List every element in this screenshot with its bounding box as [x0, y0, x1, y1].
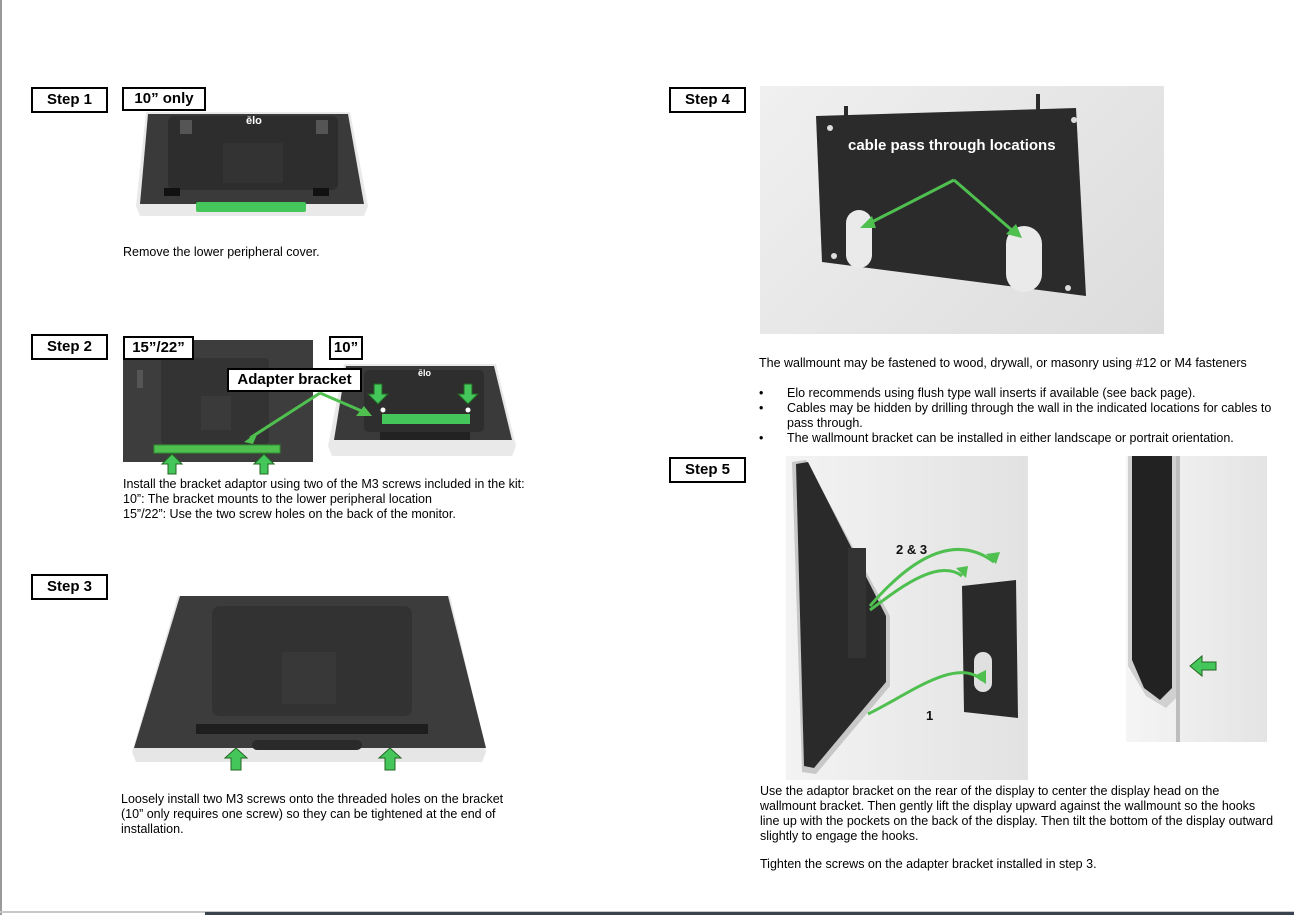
step4-wallmount-image: cable pass through locations	[760, 86, 1164, 334]
step5-mounting-image: 2 & 3 1	[786, 456, 1028, 780]
step2-label: Step 2	[31, 334, 108, 360]
step5-motion-label-b: 1	[926, 708, 933, 723]
page-left-edge	[0, 0, 2, 915]
step3-arrows	[223, 748, 402, 771]
step5-side-view-image	[1126, 456, 1267, 742]
step1-caption: Remove the lower peripheral cover.	[123, 245, 320, 259]
step5-label: Step 5	[669, 457, 746, 483]
step2-instructions: Install the bracket adaptor using two of…	[123, 477, 525, 521]
step2-adapter-callout: Adapter bracket	[227, 368, 362, 392]
step2-logo: ēlo	[418, 368, 432, 378]
step1-label: Step 1	[31, 87, 108, 113]
step2-size-tag-large: 15”/22”	[123, 336, 194, 360]
step1-logo: ēlo	[246, 115, 262, 127]
step1-device-image: ēlo	[128, 108, 378, 223]
arrow-left-icon	[1189, 654, 1217, 678]
step3-label: Step 3	[31, 574, 108, 600]
step3-device-image	[132, 592, 492, 772]
arrow-up-icon	[223, 748, 249, 771]
list-item: The wallmount bracket can be installed i…	[759, 431, 1279, 446]
arrow-down-icon	[456, 383, 480, 405]
step2-size-tag-small: 10”	[329, 336, 363, 360]
arrow-up-icon	[160, 453, 184, 475]
step2-large-device-image	[123, 340, 315, 464]
list-item: Cables may be hidden by drilling through…	[759, 401, 1279, 431]
step4-image-label: cable pass through locations	[848, 137, 1056, 154]
step4-intro: The wallmount may be fastened to wood, d…	[759, 356, 1247, 370]
step5-instructions: Use the adaptor bracket on the rear of t…	[760, 784, 1274, 843]
step3-instructions: Loosely install two M3 screws onto the t…	[121, 792, 504, 836]
step5-final-note: Tighten the screws on the adapter bracke…	[760, 857, 1097, 871]
arrow-up-icon	[252, 453, 276, 475]
list-item: Elo recommends using flush type wall ins…	[759, 386, 1279, 401]
step1-size-tag: 10” only	[122, 87, 206, 111]
step4-bullet-list: Elo recommends using flush type wall ins…	[759, 386, 1279, 446]
step5-motion-label-a: 2 & 3	[896, 542, 927, 557]
page-footer-bar	[205, 912, 1294, 915]
step2-annotations	[153, 383, 480, 475]
step4-label: Step 4	[669, 87, 746, 113]
arrow-down-icon	[366, 383, 390, 405]
arrow-up-icon	[377, 748, 402, 771]
